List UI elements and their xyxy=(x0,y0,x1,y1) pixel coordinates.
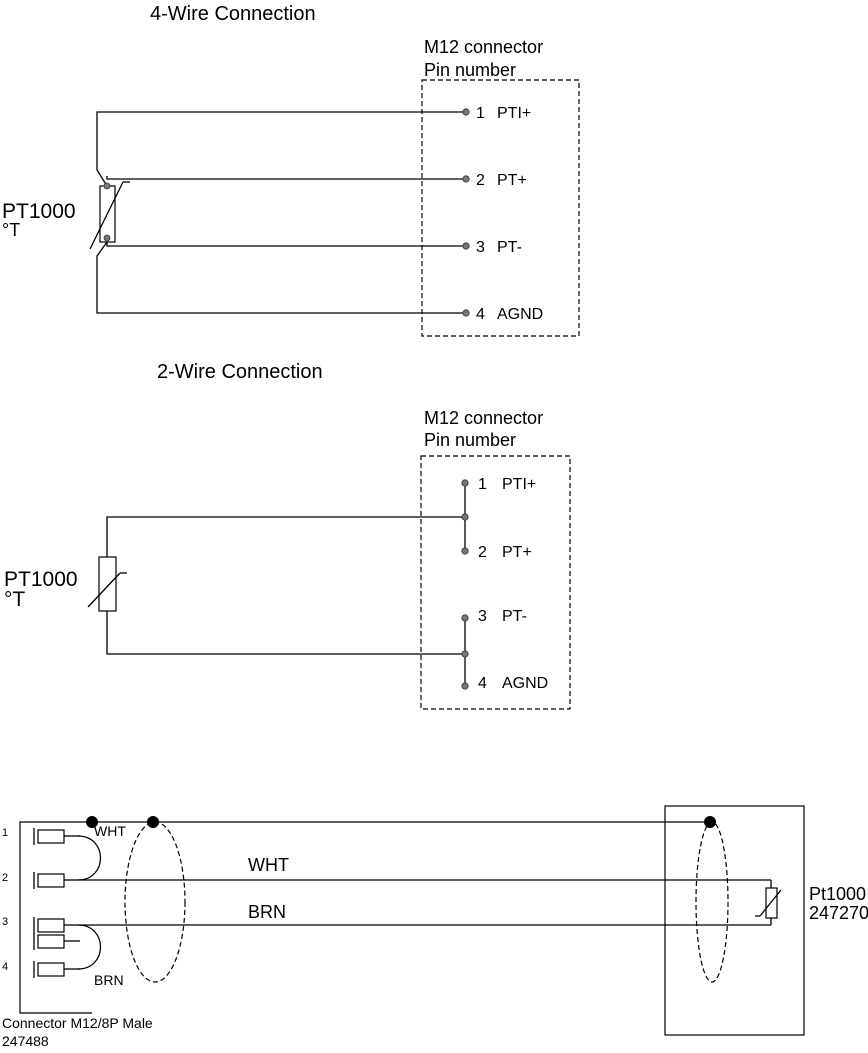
four-wire-pin-4: 4 AGND xyxy=(462,306,543,323)
cable-pin-number-3: 3 xyxy=(2,916,8,928)
connector-pin-4 xyxy=(33,933,80,950)
two-wire-wires xyxy=(106,483,469,686)
pin-number: 3 xyxy=(476,239,485,256)
connector-pin-4-lower xyxy=(33,961,80,978)
pin-number: 3 xyxy=(478,608,487,625)
two-wire-title: 2-Wire Connection xyxy=(157,361,323,383)
pin-name: PTI+ xyxy=(497,105,531,122)
m12-connector xyxy=(19,821,101,1014)
jumper-brn xyxy=(77,924,101,970)
pin-name: PTI+ xyxy=(502,476,536,493)
four-wire-pin-number-label: Pin number xyxy=(424,60,516,80)
connector-name: Connector M12/8P Male xyxy=(2,1015,153,1031)
four-wire-title: 4-Wire Connection xyxy=(150,3,316,25)
two-wire-connector-label: M12 connector xyxy=(424,408,543,428)
connector-pin-2 xyxy=(33,872,80,889)
four-wire-pin-2: 2 PT+ xyxy=(462,172,527,189)
pin-number: 1 xyxy=(476,105,485,122)
two-wire-sensor-temp: °T xyxy=(4,588,25,611)
four-wire-connector-box xyxy=(421,79,580,337)
two-wire-sensor-label: PT1000 xyxy=(4,568,78,591)
four-wire-connector-label: M12 connector xyxy=(424,37,543,57)
jumper-wht xyxy=(77,835,101,881)
pt1000-sensor-box xyxy=(664,805,805,1036)
four-wire-section: 4-Wire Connection M12 connector Pin numb… xyxy=(2,3,580,337)
pin-name: PT- xyxy=(497,239,522,256)
wire-wht-label: WHT xyxy=(248,855,289,875)
four-wire-wires xyxy=(96,111,466,314)
connector-part-number: 247488 xyxy=(2,1033,49,1049)
shield-node-mid xyxy=(147,816,159,828)
pin-name: PT- xyxy=(502,608,527,625)
connector-pin-3 xyxy=(33,917,80,934)
two-wire-pin-2: 2 PT+ xyxy=(461,544,532,561)
four-wire-pin-1: 1 PTI+ xyxy=(462,105,531,122)
jumper-top-label: WHT xyxy=(94,823,126,839)
pin-name: AGND xyxy=(497,306,543,323)
pin-number: 1 xyxy=(478,476,487,493)
two-wire-pin-number-label: Pin number xyxy=(424,430,516,450)
two-wire-pt1000-resistor xyxy=(87,556,127,612)
cable-pin-number-1: 1 xyxy=(2,827,8,839)
sensor-name: Pt1000 xyxy=(809,884,866,904)
four-wire-sensor-temp: °T xyxy=(2,220,20,240)
four-wire-sensor-label: PT1000 xyxy=(2,200,76,223)
two-wire-pin-3: 3 PT- xyxy=(461,608,527,625)
two-wire-pin-4: 4 AGND xyxy=(461,675,548,692)
two-wire-connector-box xyxy=(420,455,571,710)
cable-section: 1 2 3 4 WHT BRN WHT BRN Pt1000 247270 Co… xyxy=(2,805,868,1049)
pin-number: 4 xyxy=(476,306,485,323)
pin-number: 2 xyxy=(478,544,487,561)
two-wire-pin-1: 1 PTI+ xyxy=(461,476,536,493)
pin-name: PT+ xyxy=(502,544,532,561)
two-wire-section: 2-Wire Connection M12 connector Pin numb… xyxy=(4,361,571,710)
wire-brn-label: BRN xyxy=(248,902,286,922)
cable-pin-number-4: 4 xyxy=(2,961,8,973)
shield-node-left xyxy=(86,816,98,828)
jumper-bottom-label: BRN xyxy=(94,972,124,988)
cable-shield-right xyxy=(695,821,729,983)
pin-number: 2 xyxy=(476,172,485,189)
cable-shield-left xyxy=(124,821,186,983)
pin-number: 4 xyxy=(478,675,487,692)
pin-name: AGND xyxy=(502,675,548,692)
pin-name: PT+ xyxy=(497,172,527,189)
connector-pin-1 xyxy=(33,828,80,845)
four-wire-pin-3: 3 PT- xyxy=(462,239,522,256)
sensor-part-number: 247270 xyxy=(809,903,868,923)
cable-pin-number-2: 2 xyxy=(2,872,8,884)
pt1000-sensor-resistor xyxy=(755,880,782,925)
